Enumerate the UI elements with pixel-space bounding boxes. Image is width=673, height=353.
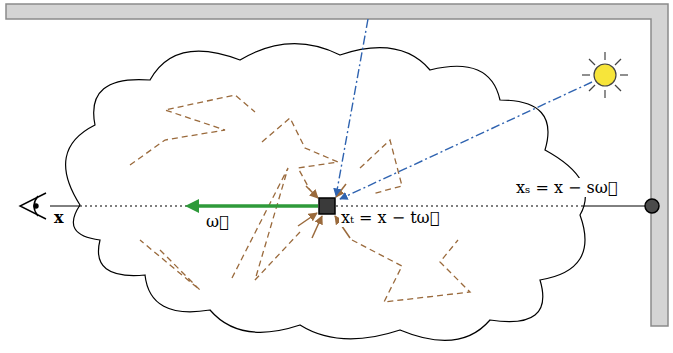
math-label: xₜ = x − tω⃗ — [339, 208, 441, 227]
scatter-path — [360, 140, 402, 194]
inscatter-arrow — [298, 213, 317, 226]
light-rays — [336, 19, 592, 199]
medium-cloud — [66, 44, 586, 341]
math-label: ω⃗ — [204, 212, 231, 231]
inscatter-arrow — [312, 216, 322, 238]
scatter-paths — [130, 95, 470, 302]
scatter-path — [262, 118, 338, 190]
scatter-path — [352, 240, 470, 302]
sample-point — [319, 198, 335, 214]
view-ray — [50, 206, 80, 207]
eye-symbol — [20, 193, 46, 219]
surface-point — [645, 199, 659, 213]
view-ray — [336, 205, 583, 206]
direction-arrow — [192, 204, 318, 208]
math-label: xₛ = x − sω⃗ — [514, 178, 619, 197]
view-ray — [583, 206, 645, 207]
math-label: x — [52, 208, 66, 227]
light-ray — [336, 19, 368, 196]
scatter-path — [130, 95, 255, 165]
view-ray — [80, 205, 318, 206]
scatter-path — [140, 240, 200, 290]
light-source — [582, 52, 628, 98]
inscatter-arrow — [306, 186, 318, 198]
scatter-path — [232, 168, 300, 280]
